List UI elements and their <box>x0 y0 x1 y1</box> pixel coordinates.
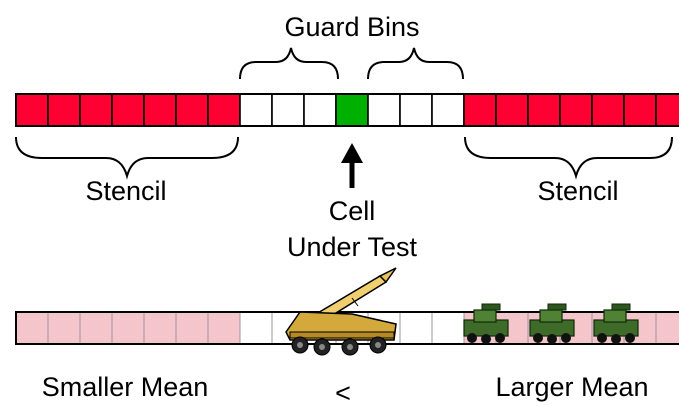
bottom-guard-cell <box>431 311 465 345</box>
bottom-stencil-cell <box>143 311 177 345</box>
top-stencil-cell <box>111 93 145 127</box>
guard-brace-left <box>239 47 339 80</box>
cell-label-line2: Under Test <box>287 232 418 262</box>
bottom-guard-cell <box>239 311 273 345</box>
guard-bins-label: Guard Bins <box>284 12 419 42</box>
armored-vehicle-icon <box>593 303 639 344</box>
stencil-right-label: Stencil <box>537 176 618 206</box>
top-stencil-cell <box>559 93 593 127</box>
comparison-symbol: < <box>335 378 351 406</box>
top-guard-cell <box>431 93 465 127</box>
top-row-border <box>15 93 679 127</box>
larger-mean-label: Larger Mean <box>495 372 648 402</box>
top-stencil-cell <box>591 93 625 127</box>
guard-brace-right <box>367 47 464 80</box>
bottom-stencil-cell <box>207 311 241 345</box>
top-stencil-cell <box>527 93 561 127</box>
armored-vehicle-icon <box>529 303 575 344</box>
up-arrow-icon <box>341 143 363 188</box>
top-guard-cell <box>239 93 273 127</box>
top-guard-cell <box>303 93 337 127</box>
top-stencil-cell <box>623 93 657 127</box>
top-stencil-cell <box>207 93 241 127</box>
top-guard-cell <box>271 93 305 127</box>
top-cut-cell <box>335 93 369 127</box>
top-stencil-cell <box>495 93 529 127</box>
top-stencil-cell <box>655 93 679 127</box>
top-guard-cell <box>367 93 401 127</box>
stencil-brace-right <box>464 136 673 180</box>
bottom-stencil-cell <box>79 311 113 345</box>
top-stencil-cell <box>79 93 113 127</box>
top-stencil-cell <box>143 93 177 127</box>
cell-label-line1: Cell <box>329 196 376 226</box>
bottom-stencil-cell <box>655 311 679 345</box>
smaller-mean-label: Smaller Mean <box>42 372 209 402</box>
stencil-left-label: Stencil <box>85 176 166 206</box>
missile-launcher-icon <box>285 267 397 356</box>
armored-vehicle-icon <box>463 303 509 344</box>
bottom-stencil-cell <box>15 311 49 345</box>
top-guard-cell <box>399 93 433 127</box>
top-cell-row <box>15 93 679 127</box>
top-stencil-cell <box>15 93 49 127</box>
armored-vehicle-group <box>463 303 639 344</box>
bottom-stencil-cell <box>47 311 81 345</box>
top-stencil-cell <box>463 93 497 127</box>
stencil-brace-left <box>15 136 239 180</box>
top-stencil-cell <box>175 93 209 127</box>
bottom-guard-cell <box>399 311 433 345</box>
top-stencil-cell <box>47 93 81 127</box>
bottom-stencil-cell <box>175 311 209 345</box>
bottom-stencil-cell <box>111 311 145 345</box>
